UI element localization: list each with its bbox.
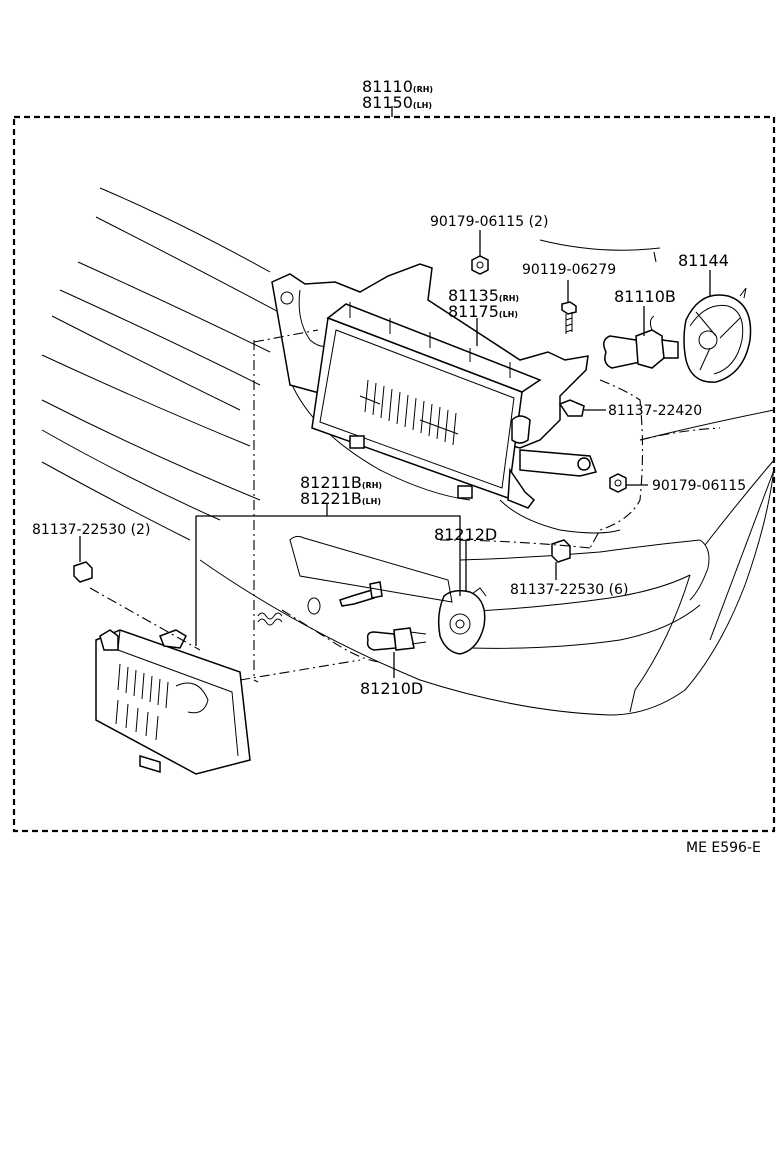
headlamp-unit: [271, 263, 597, 509]
unit-lh-label: 81175(LH): [448, 302, 518, 321]
signal-lens-pattern: [115, 663, 209, 741]
lamp-rh-label: 81211B(RH): [300, 473, 382, 492]
assembly-rh-label: 81110(RH): [362, 77, 433, 96]
lens-pattern: [359, 379, 459, 446]
clip-left-label: 81137-22530 (2): [32, 522, 150, 538]
main-bulb-label: 81110B: [614, 287, 676, 306]
clip-right-label: 81137-22420: [608, 403, 702, 419]
screw: [561, 301, 577, 334]
nut-right: [609, 473, 627, 493]
clip-left: [73, 561, 93, 583]
socket: [437, 587, 487, 655]
turn-signal-lamp: [95, 629, 251, 775]
nut-top: [471, 255, 489, 275]
signal-screw: [339, 581, 383, 607]
unit-rh-label: 81135(RH): [448, 286, 519, 305]
spring: [257, 612, 283, 626]
clip-mid-label: 81137-22530 (6): [510, 582, 628, 598]
small-bulb: [366, 627, 427, 651]
gasket-plate: [289, 535, 453, 615]
vehicle-body-lines: [41, 187, 775, 716]
main-bulb: [603, 315, 679, 369]
nut-top-label: 90179-06115 (2): [430, 214, 548, 230]
clip-mid: [551, 539, 571, 563]
socket-cover-label: 81144: [678, 251, 729, 270]
lamp-lh-label: 81221B(LH): [300, 489, 381, 508]
socket-cover: [683, 287, 752, 383]
screw-label: 90119-06279: [522, 262, 616, 278]
clip-right: [558, 399, 585, 417]
assembly-boundary: [12, 115, 776, 833]
nut-right-label: 90179-06115: [652, 478, 746, 494]
reference-code: ME E596-E: [686, 840, 761, 856]
socket-label: 81212D: [434, 525, 497, 544]
leader-lines: [79, 230, 711, 678]
small-bulb-label: 81210D: [360, 679, 423, 698]
alignment-lines: [89, 251, 721, 683]
assembly-lh-label: 81150(LH): [362, 93, 432, 112]
